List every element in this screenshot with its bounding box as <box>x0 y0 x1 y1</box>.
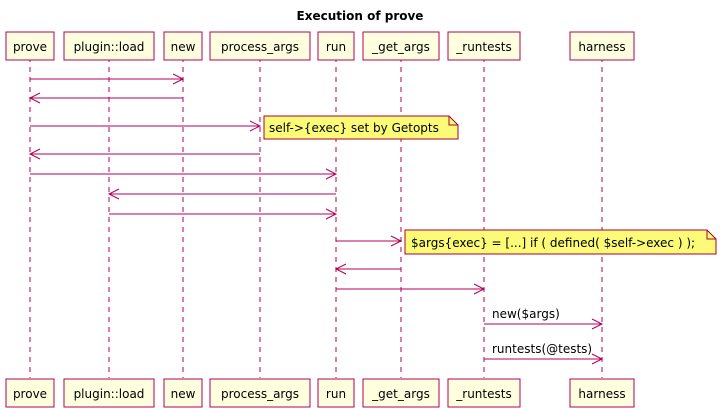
participant-harness-top[interactable]: harness <box>569 31 635 61</box>
message-prove-to-new <box>30 73 185 85</box>
message-label: runtests(@tests) <box>492 342 592 356</box>
participant-label: prove <box>13 40 47 54</box>
participant-label: process_args <box>221 40 299 54</box>
diagram-title: Execution of prove <box>297 9 424 23</box>
message-prove-to-run <box>30 168 338 180</box>
participants-top: prove plugin::load new process_args run … <box>5 31 635 61</box>
participant-runtests-bottom[interactable]: _runtests <box>447 378 521 408</box>
message-label: new($args) <box>492 307 560 321</box>
participant-process-args-top[interactable]: process_args <box>209 31 311 61</box>
participant-plugin-load-bottom[interactable]: plugin::load <box>63 378 155 408</box>
message-run-to-get-args <box>336 235 403 247</box>
participant-label: _get_args <box>371 40 430 54</box>
participant-label: new <box>171 40 196 54</box>
participant-label: process_args <box>221 387 299 401</box>
participant-new-top[interactable]: new <box>163 31 203 61</box>
message-process-args-to-prove <box>28 148 260 160</box>
participant-get-args-bottom[interactable]: _get_args <box>362 378 440 408</box>
message-run-to-runtests <box>336 283 486 295</box>
participant-label: plugin::load <box>74 40 145 54</box>
participant-label: run <box>326 387 346 401</box>
participant-label: run <box>326 40 346 54</box>
participant-label: harness <box>578 387 625 401</box>
lifelines <box>29 47 603 378</box>
participant-new-bottom[interactable]: new <box>163 378 203 408</box>
message-prove-to-process-args <box>30 120 262 132</box>
message-new-to-prove <box>28 92 183 104</box>
participant-prove-top[interactable]: prove <box>5 31 55 61</box>
participant-get-args-top[interactable]: _get_args <box>362 31 440 61</box>
participant-label: harness <box>578 40 625 54</box>
participant-runtests-top[interactable]: _runtests <box>447 31 521 61</box>
message-get-args-to-run <box>334 263 401 275</box>
note-text: self->{exec} set by Getopts <box>269 121 439 135</box>
participant-run-top[interactable]: run <box>317 31 355 61</box>
message-run-to-plugin-load <box>107 188 336 200</box>
participant-label: _get_args <box>371 387 430 401</box>
message-runtests-to-harness-runtests: runtests(@tests) <box>484 342 604 365</box>
participant-harness-bottom[interactable]: harness <box>569 378 635 408</box>
note-process-args: self->{exec} set by Getopts <box>263 115 459 140</box>
messages: new($args) runtests(@tests) <box>28 73 604 365</box>
participant-process-args-bottom[interactable]: process_args <box>209 378 311 408</box>
participant-prove-bottom[interactable]: prove <box>5 378 55 408</box>
note-get-args: $args{exec} = [...] if ( defined( $self-… <box>404 229 717 255</box>
participant-label: prove <box>13 387 47 401</box>
note-text: $args{exec} = [...] if ( defined( $self-… <box>411 236 695 250</box>
message-runtests-to-harness-new: new($args) <box>484 307 604 330</box>
participant-label: _runtests <box>455 387 511 401</box>
participant-label: plugin::load <box>74 387 145 401</box>
participant-plugin-load-top[interactable]: plugin::load <box>63 31 155 61</box>
participant-run-bottom[interactable]: run <box>317 378 355 408</box>
message-plugin-load-to-run <box>109 208 338 220</box>
participants-bottom: prove plugin::load new process_args run … <box>5 378 635 408</box>
participant-label: new <box>171 387 196 401</box>
participant-label: _runtests <box>455 40 511 54</box>
